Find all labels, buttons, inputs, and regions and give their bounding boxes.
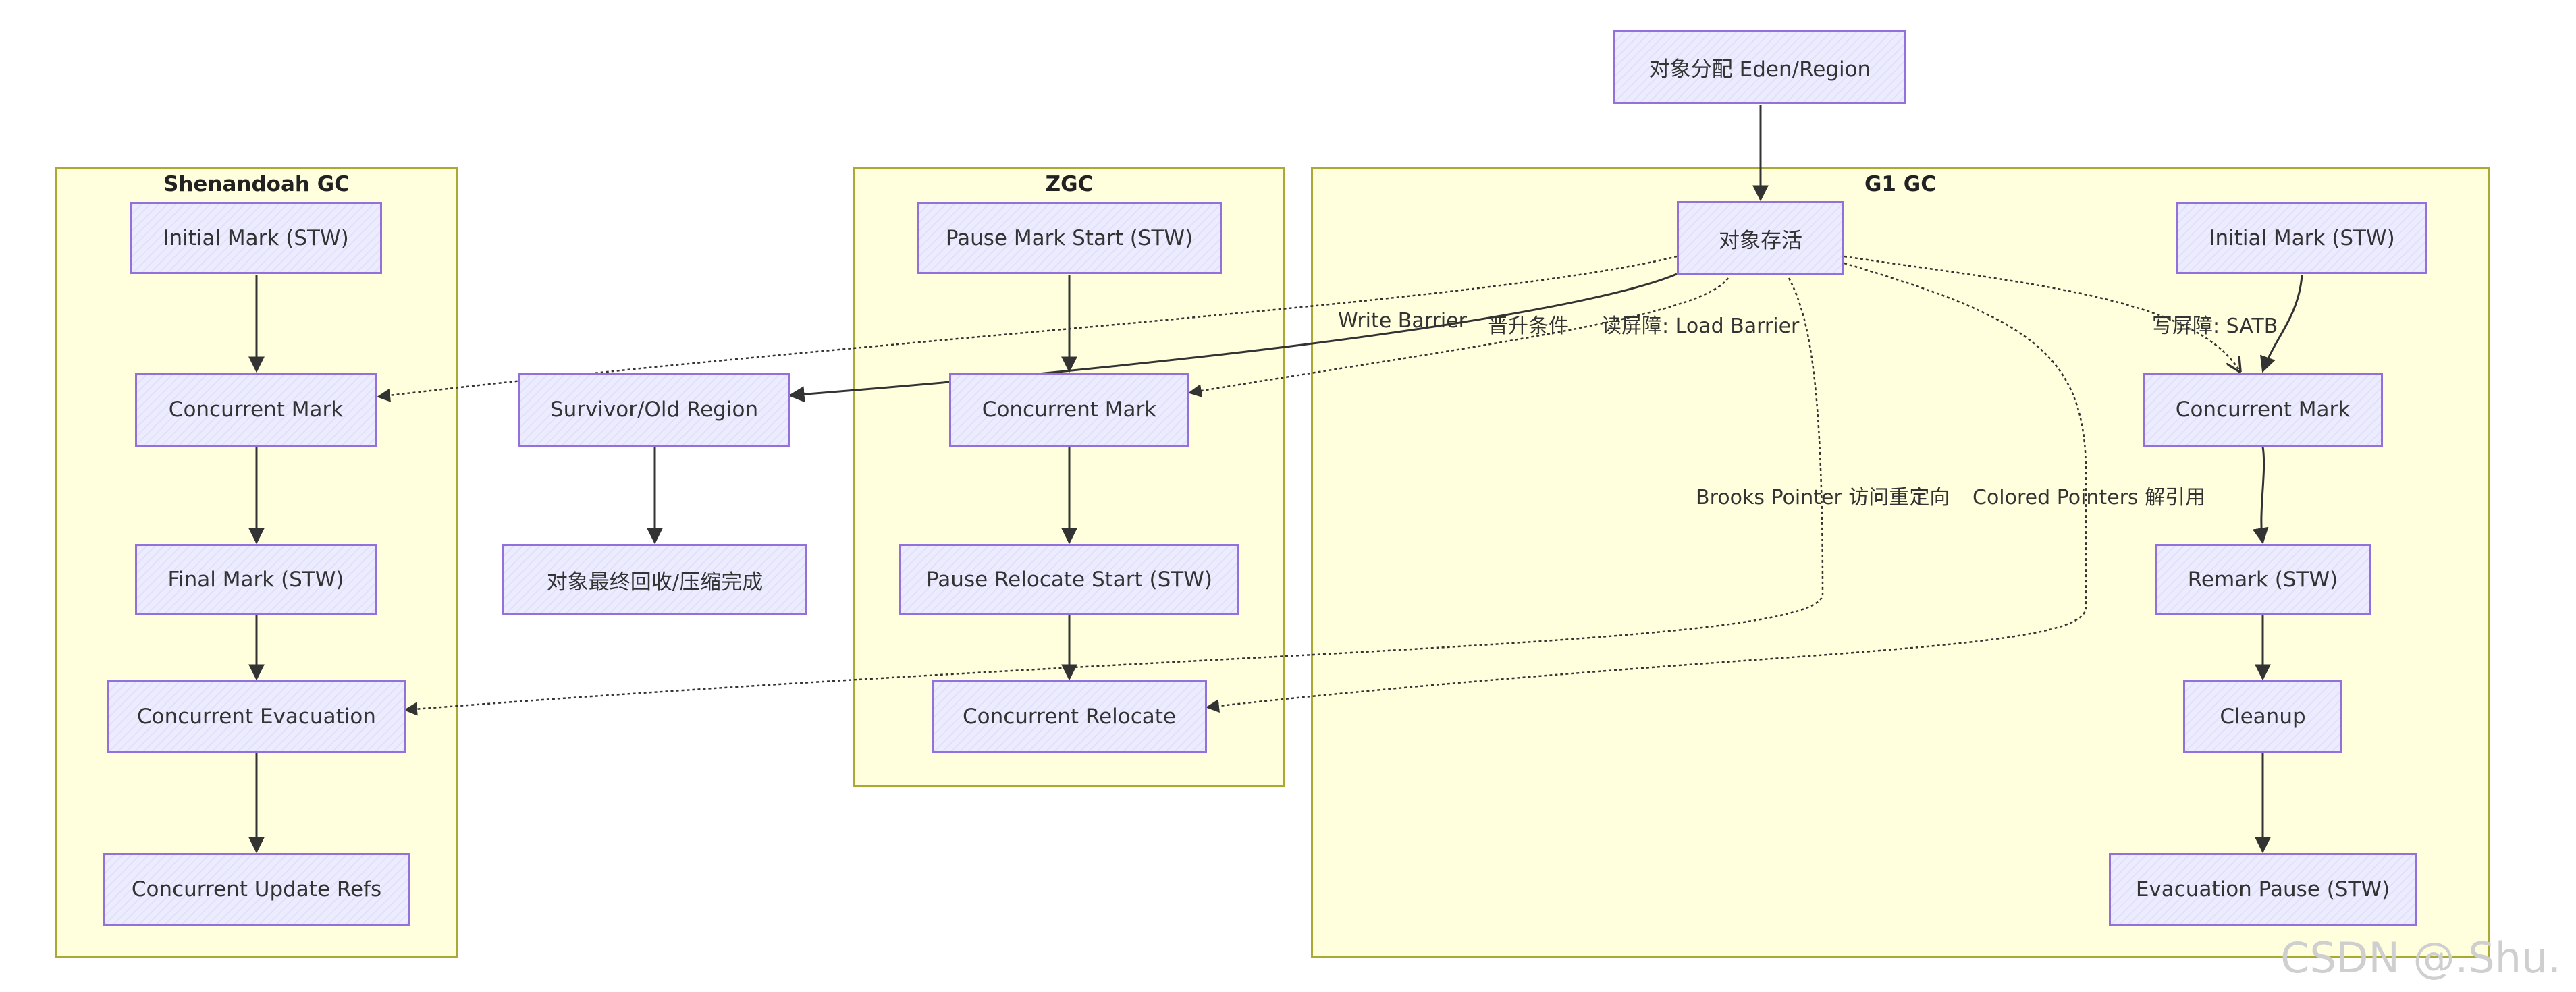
- node-sh-concurrent-evacuation[interactable]: Concurrent Evacuation: [107, 680, 406, 753]
- node-g1-evacuation-pause[interactable]: Evacuation Pause (STW): [2109, 853, 2417, 926]
- node-g1-cleanup[interactable]: Cleanup: [2183, 680, 2342, 753]
- cluster-title-shenandoah: Shenandoah GC: [163, 172, 350, 196]
- edge-survive-to-z-mark: [1188, 277, 1729, 397]
- edge-survive-to-z-relocate: [1206, 262, 2087, 713]
- edge-survive-to-sh-evac: [404, 277, 1824, 716]
- edge-label-promotion: 晋升条件: [1488, 314, 1569, 338]
- edge-label-brooks-pointer: Brooks Pointer 访问重定向: [1696, 486, 1950, 509]
- node-sh-final-mark[interactable]: Final Mark (STW): [135, 544, 377, 615]
- node-z-concurrent-relocate[interactable]: Concurrent Relocate: [932, 680, 1207, 753]
- node-g1-concurrent-mark[interactable]: Concurrent Mark: [2143, 373, 2383, 447]
- cluster-title-zgc: ZGC: [1045, 172, 1094, 196]
- node-eden-allocation[interactable]: 对象分配 Eden/Region: [1613, 30, 1906, 104]
- edge-label-satb: 写屏障: SATB: [2152, 314, 2278, 338]
- node-survivor-old-region[interactable]: Survivor/Old Region: [518, 373, 790, 447]
- edge-survive-to-g1-mark: [1844, 255, 2240, 371]
- edge-label-load-barrier: 读屏障: Load Barrier: [1601, 314, 1800, 338]
- node-z-pause-relocate-start[interactable]: Pause Relocate Start (STW): [899, 544, 1239, 615]
- cluster-title-g1: G1 GC: [1864, 172, 1936, 196]
- node-z-concurrent-mark[interactable]: Concurrent Mark: [949, 373, 1189, 447]
- edge-label-write-barrier: Write Barrier: [1338, 309, 1467, 333]
- node-sh-concurrent-update-refs[interactable]: Concurrent Update Refs: [103, 853, 410, 926]
- node-g1-remark[interactable]: Remark (STW): [2155, 544, 2371, 615]
- node-sh-initial-mark[interactable]: Initial Mark (STW): [130, 202, 382, 274]
- edge-g1-initial-to-concurrent: [2260, 275, 2303, 373]
- node-final-reclaim[interactable]: 对象最终回收/压缩完成: [502, 544, 807, 615]
- node-g1-initial-mark[interactable]: Initial Mark (STW): [2176, 202, 2427, 274]
- node-sh-concurrent-mark[interactable]: Concurrent Mark: [135, 373, 377, 447]
- edge-label-colored-pointers: Colored Pointers 解引用: [1973, 486, 2206, 509]
- node-object-survive[interactable]: 对象存活: [1677, 201, 1844, 275]
- node-z-pause-mark-start[interactable]: Pause Mark Start (STW): [917, 202, 1222, 274]
- watermark: CSDN @.Shu.: [2280, 933, 2561, 983]
- edge-g1-concurrent-to-remark: [2252, 446, 2269, 545]
